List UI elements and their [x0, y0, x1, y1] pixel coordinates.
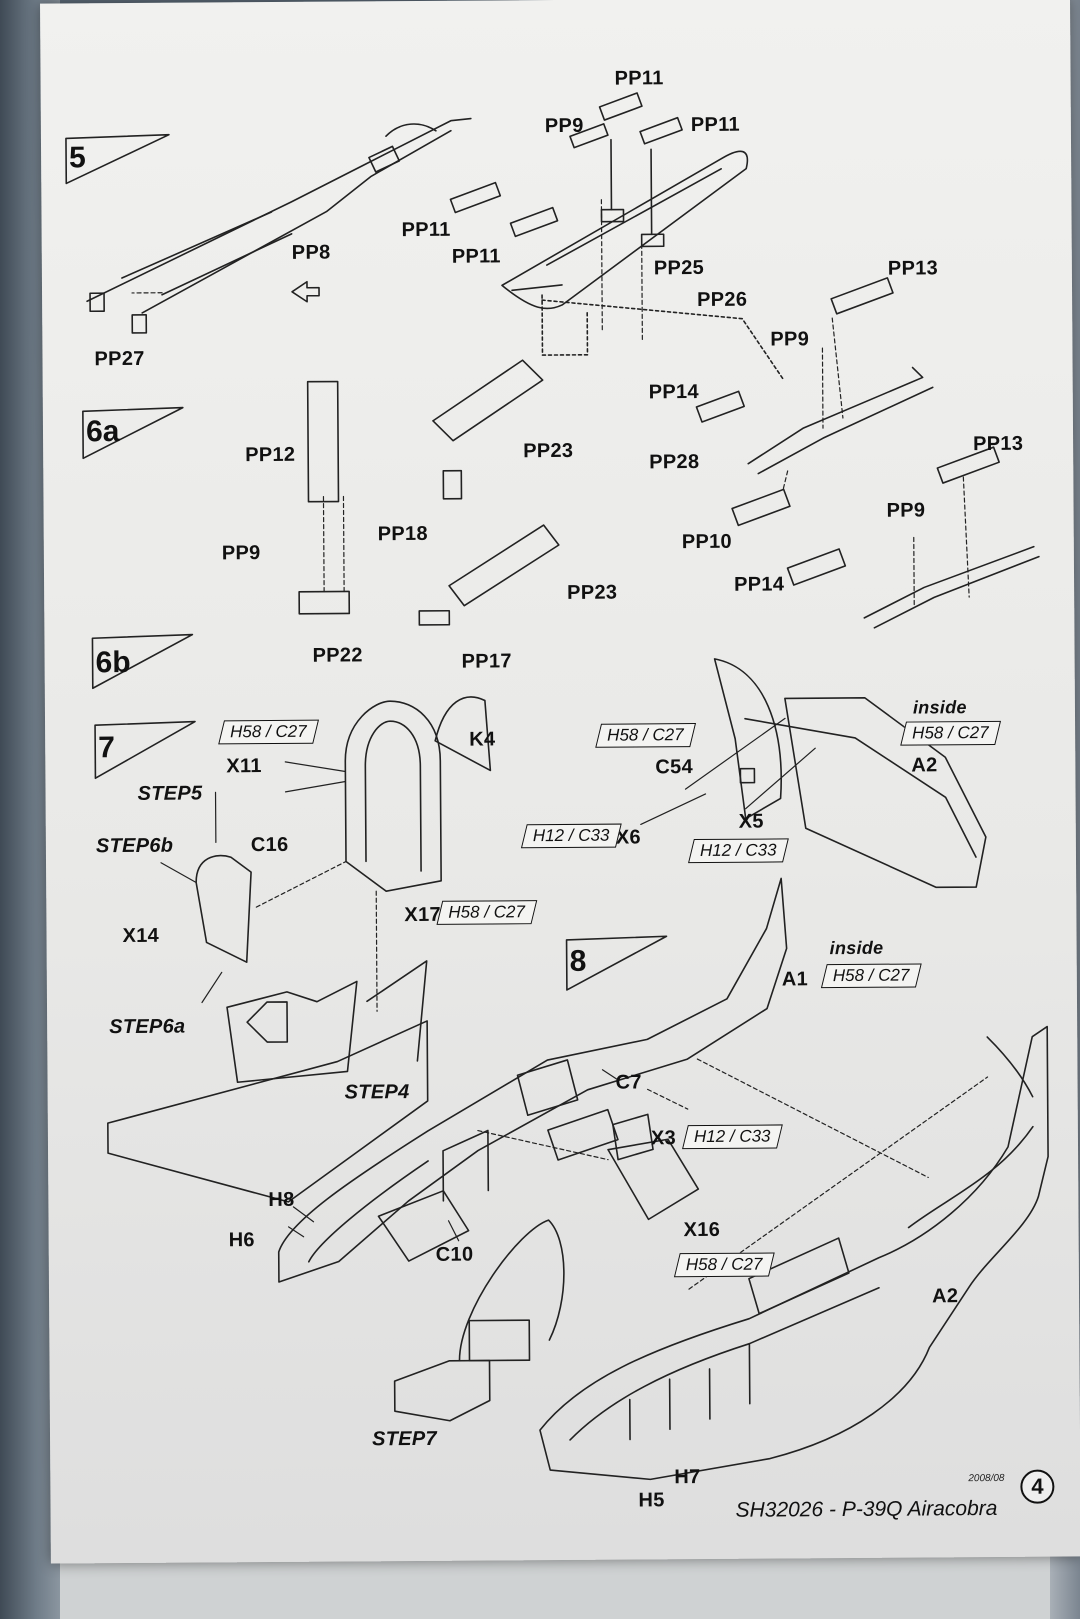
- label-c7: C7: [615, 1071, 642, 1094]
- step-6a-number: 6a: [85, 415, 120, 449]
- label-pp8: PP8: [291, 241, 331, 264]
- label-pp9: PP9: [221, 542, 261, 565]
- label-pp13: PP13: [973, 432, 1024, 456]
- harness-strap-drawing: [86, 117, 472, 334]
- print-date: 2008/08: [968, 1472, 1005, 1485]
- instruction-sheet: 5 6a 6b 7 8 PP8 PP27 PP9 PP11 PP11 PP11 …: [40, 0, 1080, 1564]
- label-c16: C16: [250, 833, 289, 857]
- label-x11: X11: [226, 755, 262, 778]
- label-x16: X16: [683, 1218, 721, 1242]
- step-banners: [65, 133, 668, 991]
- label-pp14: PP14: [648, 381, 699, 404]
- label-step6b: STEP6b: [95, 834, 174, 858]
- label-pp23: PP23: [567, 581, 618, 604]
- label-pp11: PP11: [690, 113, 740, 137]
- label-pp9: PP9: [886, 499, 926, 522]
- label-a2: A2: [931, 1285, 959, 1308]
- paint-code-box: H58 / C27: [218, 719, 319, 745]
- label-step5: STEP5: [137, 782, 203, 805]
- paint-code-box: H12 / C33: [682, 1124, 783, 1150]
- label-pp23: PP23: [523, 439, 574, 463]
- cockpit-frame-drawing: [107, 696, 492, 1203]
- label-pp18: PP18: [377, 522, 428, 546]
- label-pp9: PP9: [544, 114, 584, 138]
- paint-code-box: H58 / C27: [673, 1252, 775, 1278]
- label-pp17: PP17: [461, 650, 512, 673]
- label-pp22: PP22: [312, 644, 363, 667]
- solid-leaders: [160, 717, 816, 1242]
- label-pp13: PP13: [887, 257, 939, 280]
- label-pp11: PP11: [451, 245, 501, 268]
- label-x5: X5: [738, 810, 764, 833]
- paint-code-box: H58 / C27: [436, 900, 537, 925]
- label-x17: X17: [404, 903, 441, 927]
- label-c54: C54: [655, 756, 694, 779]
- label-c10: C10: [435, 1243, 474, 1266]
- step-5-number: 5: [68, 141, 86, 175]
- leader-lines: [131, 199, 989, 1290]
- label-step4: STEP4: [344, 1081, 410, 1104]
- label-h5: H5: [638, 1489, 665, 1512]
- label-a2: A2: [911, 754, 938, 777]
- label-step6a: STEP6a: [109, 1015, 186, 1039]
- step-6b-number: 6b: [95, 645, 131, 680]
- kit-title: SH32026 - P-39Q Airacobra: [735, 1496, 998, 1522]
- label-h8: H8: [268, 1188, 295, 1212]
- label-pp12: PP12: [245, 443, 296, 467]
- label-pp9: PP9: [770, 328, 810, 351]
- label-step7: STEP7: [371, 1427, 437, 1451]
- label-pp27: PP27: [94, 347, 145, 371]
- paint-code-box: H58 / C27: [595, 723, 696, 748]
- label-x3: X3: [650, 1127, 677, 1150]
- label-x14: X14: [122, 924, 160, 948]
- label-k4: K4: [469, 728, 496, 751]
- assembly-drawing: [65, 92, 1049, 1481]
- label-a1: A1: [781, 968, 809, 991]
- label-h6: H6: [228, 1229, 255, 1252]
- label-pp25: PP25: [653, 256, 705, 280]
- paint-code-box: H12 / C33: [688, 838, 789, 864]
- seat-pan-drawing: [501, 138, 784, 380]
- step-8-number: 8: [569, 944, 587, 978]
- paint-code-box: H12 / C33: [520, 823, 622, 849]
- label-pp11: PP11: [614, 67, 664, 90]
- label-pp26: PP26: [697, 288, 748, 312]
- photoetch-parts: [298, 92, 1040, 629]
- label-pp14: PP14: [734, 573, 785, 596]
- label-pp10: PP10: [681, 530, 733, 554]
- main-fuselage-drawing: [277, 877, 1049, 1481]
- label-inside: inside: [829, 937, 884, 959]
- label-inside: inside: [912, 697, 967, 718]
- paint-code-box: H58 / C27: [820, 963, 922, 989]
- step-7-number: 7: [98, 731, 116, 765]
- label-h7: H7: [674, 1466, 701, 1489]
- page-number: 4: [1020, 1469, 1055, 1504]
- label-pp11: PP11: [401, 218, 451, 242]
- fuselage-half-drawing: [713, 658, 987, 889]
- label-pp28: PP28: [649, 451, 700, 474]
- paint-code-box: H58 / C27: [900, 720, 1001, 746]
